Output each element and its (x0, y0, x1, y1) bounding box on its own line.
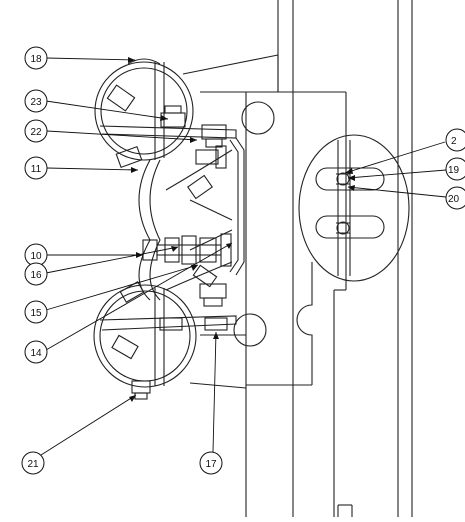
callout-label: 14 (30, 348, 42, 359)
callout-11: 11 (24, 156, 48, 180)
arrowheads (128, 57, 355, 402)
callout-16: 16 (24, 262, 48, 286)
callout-2: 2 (445, 128, 465, 152)
callout-label: 18 (30, 54, 42, 65)
callout-14: 14 (24, 340, 48, 364)
vertical-rails (277, 0, 413, 517)
callout-label: 10 (30, 251, 42, 262)
callout-label: 23 (30, 97, 42, 108)
lower-cable-clamp (93, 281, 237, 400)
callout-20: 20 (445, 186, 465, 210)
plate-hole-lower (233, 313, 267, 347)
callout-21: 21 (21, 451, 45, 475)
callout-label: 15 (30, 308, 42, 319)
clamp-body (182, 54, 279, 389)
mounting-plate (245, 91, 353, 517)
slotted-bracket (298, 134, 410, 282)
callout-label: 19 (448, 165, 460, 176)
upper-cable-clamp (94, 58, 237, 169)
leader-lines (40, 57, 447, 456)
callout-label: 21 (27, 459, 39, 470)
callout-15: 15 (24, 300, 48, 324)
callout-22: 22 (24, 119, 48, 143)
callout-label: 17 (205, 459, 217, 470)
callout-23: 23 (24, 89, 48, 113)
callout-label: 20 (448, 194, 460, 205)
callout-17: 17 (199, 451, 223, 475)
callout-19: 19 (445, 157, 465, 181)
callout-label: 16 (30, 270, 42, 281)
callout-label: 22 (30, 127, 42, 138)
callout-18: 18 (24, 46, 48, 70)
plate-hole-upper (241, 101, 275, 135)
callout-label: 2 (451, 136, 457, 147)
callout-labels: 18 23 22 11 10 16 15 14 (21, 46, 465, 475)
center-strap (138, 137, 245, 301)
callout-label: 11 (31, 164, 42, 175)
